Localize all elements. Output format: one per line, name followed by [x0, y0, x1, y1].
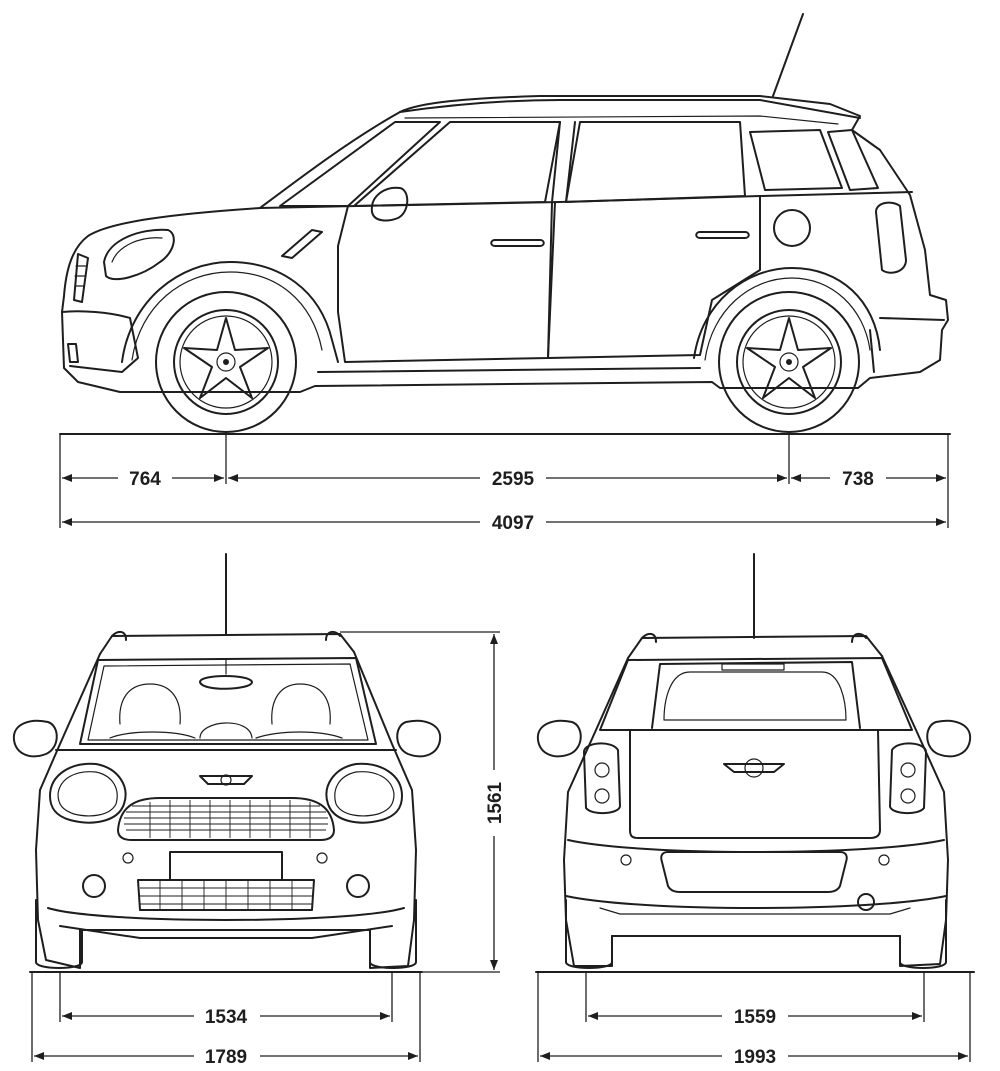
dim-wheelbase: 2595 [492, 469, 535, 490]
rear-badge [723, 763, 785, 773]
front-door [337, 201, 553, 363]
rear-body-outline [563, 655, 949, 967]
rear-left-tire [565, 899, 613, 969]
rear-window [565, 121, 746, 203]
rear-wheel [718, 291, 860, 433]
antenna [772, 13, 804, 97]
dim-overall-width-front: 1789 [205, 1047, 247, 1068]
front-left-mirror [12, 719, 58, 758]
dim-overall-length: 4097 [492, 513, 534, 534]
rear-right-tire [899, 899, 947, 969]
rear-view [535, 553, 975, 973]
headlight-side [103, 228, 175, 281]
front-badge [199, 775, 253, 785]
grille-mesh [124, 800, 328, 838]
front-wheel [155, 291, 297, 433]
rear-windshield [599, 657, 913, 731]
windshield [279, 121, 441, 207]
front-door-handle [490, 239, 545, 247]
front-windshield [79, 657, 377, 745]
rear-left-tail-light [583, 742, 621, 814]
tailgate [629, 729, 881, 839]
side-dimensions: 764 2595 738 4097 [59, 434, 949, 534]
rear-door-handle [695, 231, 750, 239]
height-dimension: 1561 [340, 631, 506, 973]
dim-rear-track: 1559 [734, 1007, 776, 1028]
front-left-fog-light [82, 874, 106, 898]
dim-height: 1561 [485, 781, 506, 824]
front-license-plate [169, 851, 283, 881]
side-mirror [370, 186, 409, 222]
rear-door [547, 195, 761, 359]
rear-wheel-arch [693, 267, 881, 359]
front-right-tire [369, 899, 417, 969]
front-grille [117, 797, 335, 841]
front-right-headlight [325, 762, 403, 824]
front-body-outline [35, 651, 417, 969]
front-window [353, 121, 561, 207]
dim-front-track: 1534 [205, 1007, 248, 1028]
side-view [59, 13, 951, 435]
rear-license-recess [660, 851, 848, 893]
rear-width-dimensions: 1559 1993 [537, 972, 971, 1068]
front-right-fog-light [346, 874, 370, 898]
front-left-tire [35, 899, 83, 969]
dim-overall-width-rear: 1993 [734, 1047, 776, 1068]
front-lower-intake [137, 879, 315, 911]
rear-right-mirror [926, 719, 972, 758]
fuel-cap [773, 209, 811, 247]
dim-front-overhang: 764 [129, 469, 161, 490]
quarter-window [749, 129, 843, 191]
front-view [12, 553, 442, 973]
front-wheel-arch [121, 261, 339, 363]
front-width-dimensions: 1534 1789 [31, 972, 421, 1068]
rear-right-tail-light [889, 742, 927, 814]
tail-light-side [875, 201, 907, 274]
side-body-outline [61, 95, 949, 393]
exhaust [857, 893, 875, 911]
front-left-headlight [49, 762, 127, 824]
dim-rear-overhang: 738 [842, 469, 874, 490]
front-right-mirror [396, 719, 442, 758]
rear-left-mirror [536, 719, 582, 758]
